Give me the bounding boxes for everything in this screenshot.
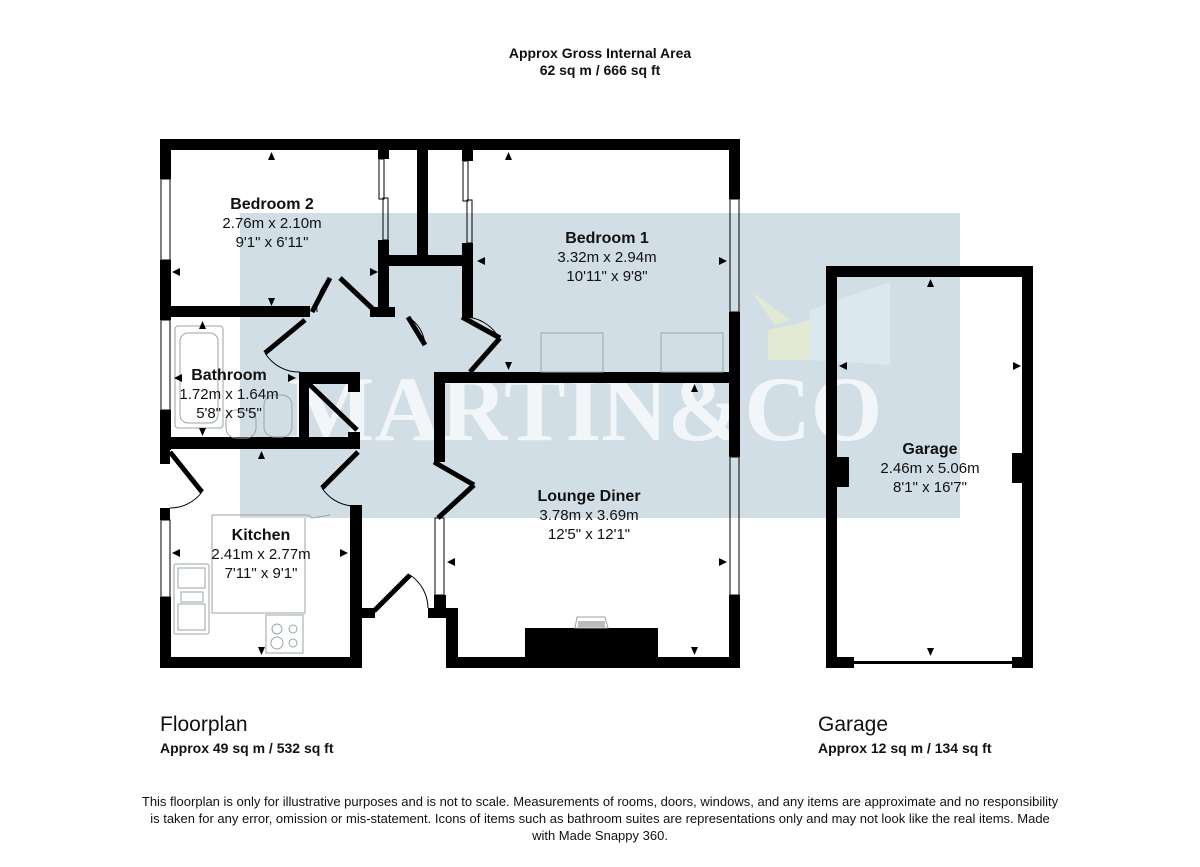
room-metric: 3.78m x 3.69m [539, 507, 639, 524]
room-label-bathroom: Bathroom 1.72m x 1.64m 5'8" x 5'5" [179, 366, 278, 423]
gross-area-title: Approx Gross Internal Area [508, 45, 692, 61]
gross-area-value: 62 sq m / 666 sq ft [539, 62, 661, 78]
room-metric: 3.32m x 2.94m [557, 249, 657, 266]
room-name: Lounge Diner [537, 488, 641, 505]
room-label-kitchen: Kitchen 2.41m x 2.77m 7'11" x 9'1" [211, 526, 310, 583]
room-name: Garage [902, 441, 958, 458]
room-imperial: 9'1" x 6'11" [235, 234, 309, 251]
window-kitchen [160, 519, 171, 598]
kitchen-counter [211, 514, 331, 614]
window-bedroom2 [160, 178, 171, 261]
room-name: Kitchen [231, 527, 291, 544]
walls [160, 139, 1033, 668]
garage-section-caption: Garage Approx 12 sq m / 134 sq ft [818, 713, 992, 757]
wardrobe-icon [540, 332, 604, 373]
room-name: Bathroom [191, 367, 267, 384]
room-metric: 2.76m x 2.10m [222, 215, 322, 232]
fixtures [173, 325, 724, 654]
room-metric: 2.46m x 5.06m [880, 460, 980, 477]
room-name: Bedroom 2 [230, 196, 314, 213]
dimension-arrows [172, 152, 1021, 656]
floorplan-section-title: Floorplan [160, 713, 248, 736]
doors [168, 276, 502, 613]
room-imperial: 7'11" x 9'1" [224, 565, 298, 582]
garage-section-title: Garage [818, 713, 889, 736]
room-imperial: 12'5" x 12'1" [547, 526, 631, 543]
toilet-icon [263, 394, 293, 438]
window-bedroom1 [729, 198, 740, 313]
room-imperial: 10'11" x 9'8" [566, 268, 648, 285]
wardrobe-icon [660, 332, 724, 373]
room-name: Bedroom 1 [565, 230, 649, 247]
room-label-lounge-diner: Lounge Diner 3.78m x 3.69m 12'5" x 12'1" [537, 487, 640, 544]
gross-area-header: Approx Gross Internal Area 62 sq m / 666… [0, 45, 1200, 79]
room-metric: 2.41m x 2.77m [211, 546, 311, 563]
disclaimer-text: This floorplan is only for illustrative … [141, 794, 1059, 843]
floorplan-section-area: Approx 49 sq m / 532 sq ft [160, 740, 334, 756]
garage-section-area: Approx 12 sq m / 134 sq ft [818, 740, 992, 756]
room-imperial: 8'1" x 16'7" [893, 479, 967, 496]
room-metric: 1.72m x 1.64m [179, 386, 279, 403]
room-label-bedroom-1: Bedroom 1 3.32m x 2.94m 10'11" x 9'8" [557, 229, 656, 286]
window-bathroom [160, 319, 171, 411]
floorplan-section-caption: Floorplan Approx 49 sq m / 532 sq ft [160, 713, 334, 757]
fireplace-icon [574, 616, 609, 629]
sink-icon [225, 409, 257, 439]
hob-icon [265, 614, 304, 654]
window-lounge [729, 456, 740, 596]
room-label-garage: Garage 2.46m x 5.06m 8'1" x 16'7" [880, 440, 979, 497]
kitchen-sink-icon [173, 563, 210, 635]
room-label-bedroom-2: Bedroom 2 2.76m x 2.10m 9'1" x 6'11" [222, 195, 321, 252]
room-imperial: 5'8" x 5'5" [196, 405, 262, 422]
window-lounge-front [434, 517, 445, 596]
windows [160, 158, 740, 598]
